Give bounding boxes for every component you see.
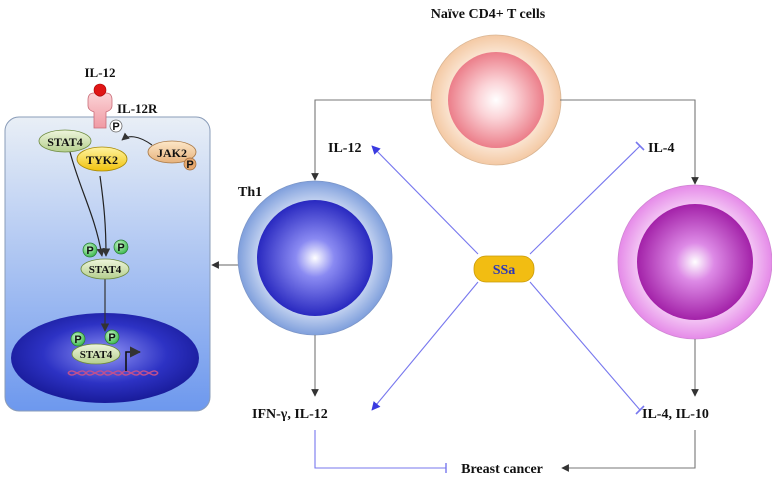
stat4-mid-label: STAT4 <box>89 264 122 276</box>
naive-to-th1-arrow <box>311 99 432 181</box>
il12-ligand-icon <box>93 83 107 97</box>
ssa-badge <box>473 255 535 283</box>
stat4-top-node <box>38 129 92 153</box>
th1-cell-inner <box>257 200 373 316</box>
dna-helix-icon <box>67 370 159 376</box>
ssa-label: SSa <box>493 263 516 278</box>
phospho-mid-left-label: P <box>86 245 93 257</box>
tyk2-node <box>76 146 128 172</box>
phospho-nuc-left-label: P <box>74 334 81 346</box>
phospho-mid-right-label: P <box>117 242 124 254</box>
il12r-label: IL-12R <box>117 101 158 116</box>
ssa-inhibit-il4-il10-line <box>529 281 641 411</box>
stat4-activation-curve-2 <box>99 175 111 257</box>
ssa-inhibit-il4-tbar <box>635 141 645 151</box>
phospho-nuc-right-label: P <box>108 332 115 344</box>
ssa-to-il12-arrow <box>371 145 479 255</box>
il12-cytokine-label: IL-12 <box>328 141 361 156</box>
naive-cd4-cell-inner <box>448 52 544 148</box>
phospho-jak2 <box>183 157 197 171</box>
stat4-top-label: STAT4 <box>47 135 83 149</box>
ssa-inhibit-il4-line <box>529 145 641 255</box>
phospho-nuc-left <box>70 331 86 347</box>
stat4-nucleus-node <box>71 343 121 365</box>
jak2-to-tyk2-arrow <box>121 132 153 146</box>
stat4-nucleus-label: STAT4 <box>80 349 113 361</box>
il12-ligand-label: IL-12 <box>84 65 115 80</box>
stat4-activation-curve-1 <box>69 151 105 257</box>
phospho-receptor-label: P <box>112 121 119 133</box>
th1-label: Th1 <box>238 185 262 200</box>
jak2-label: JAK2 <box>157 146 187 160</box>
phospho-nuc-right <box>104 329 120 345</box>
tyk2-label: TYK2 <box>86 153 118 167</box>
ssa-to-ifn-arrow <box>371 281 479 411</box>
transcription-arrow-icon <box>125 346 142 371</box>
il4-il10-label: IL-4, IL-10 <box>642 407 709 422</box>
stat4-mid-node <box>80 258 130 280</box>
il4-cytokine-label: IL-4 <box>648 141 674 156</box>
phospho-mid-right <box>113 239 129 255</box>
ifn-to-breast-cancer-line <box>314 430 446 469</box>
phospho-receptor <box>109 119 123 133</box>
breast-cancer-label: Breast cancer <box>461 462 543 477</box>
ssa-inhibit-il4-il10-tbar <box>635 405 645 415</box>
naive-cell-label: Naïve CD4+ T cells <box>431 7 546 22</box>
il12-receptor-icon <box>87 92 113 129</box>
phospho-jak2-label: P <box>186 159 193 171</box>
ifn-il12-label: IFN-γ, IL-12 <box>252 407 328 422</box>
th2-cell-inner <box>637 204 753 320</box>
naive-to-th2-arrow <box>560 99 699 185</box>
il4-to-breast-cancer-arrow <box>561 430 696 472</box>
jak2-node <box>147 140 197 164</box>
